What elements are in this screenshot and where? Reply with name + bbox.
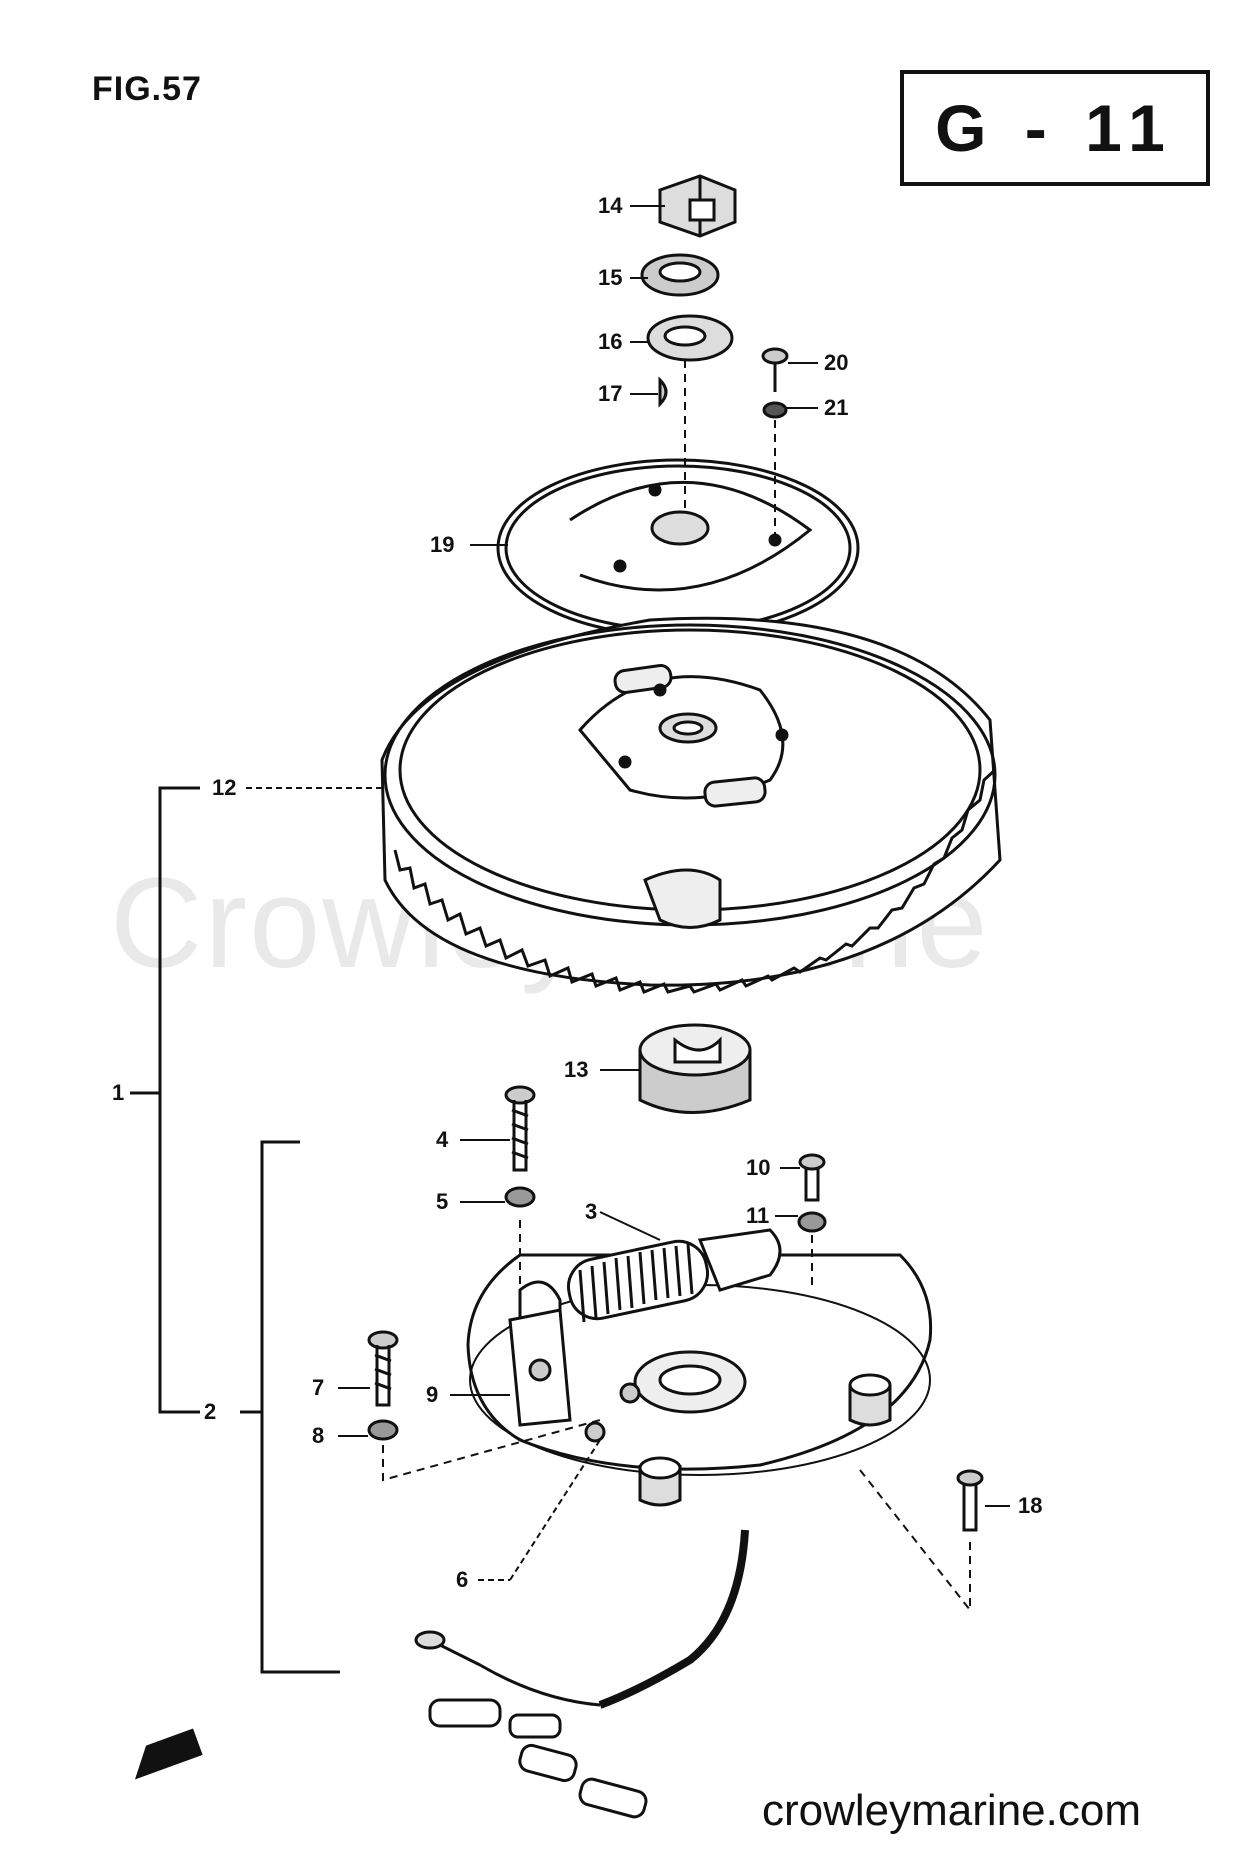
callout-5: 5 bbox=[436, 1189, 449, 1214]
lock-washer-part-15 bbox=[640, 253, 720, 297]
callout-15: 15 bbox=[598, 265, 623, 290]
wire-harness bbox=[414, 1529, 749, 1819]
screw-part-4 bbox=[504, 1085, 536, 1172]
callout-12: 12 bbox=[212, 775, 237, 800]
flywheel-plate-part-19 bbox=[496, 458, 860, 638]
callout-14: 14 bbox=[598, 193, 623, 218]
callout-13: 13 bbox=[564, 1057, 589, 1082]
pulser-coil-part-9 bbox=[508, 1308, 572, 1427]
forward-arrow-icon bbox=[134, 1728, 203, 1780]
woodruff-key-part-17 bbox=[658, 376, 668, 408]
callout-10: 10 bbox=[746, 1155, 771, 1180]
nut-part-14 bbox=[658, 174, 737, 238]
collar-part-13 bbox=[638, 1023, 752, 1114]
screw-part-6 bbox=[584, 1382, 641, 1443]
flat-washer-part-16 bbox=[646, 314, 734, 362]
washer-part-8 bbox=[367, 1419, 399, 1441]
washer-part-11 bbox=[797, 1211, 827, 1233]
callout-17: 17 bbox=[598, 381, 623, 406]
callout-11: 11 bbox=[746, 1203, 770, 1228]
screw-part-20 bbox=[761, 347, 789, 392]
screw-part-7 bbox=[367, 1330, 399, 1407]
screw-part-18 bbox=[956, 1469, 984, 1532]
washer-part-5 bbox=[504, 1186, 536, 1208]
callout-18: 18 bbox=[1018, 1493, 1043, 1518]
callout-19: 19 bbox=[430, 532, 455, 557]
callout-1: 1 bbox=[112, 1080, 125, 1105]
figure-label: FIG.57 bbox=[92, 70, 202, 108]
section-code: G - 11 bbox=[935, 91, 1175, 165]
callout-2: 2 bbox=[204, 1399, 217, 1424]
callout-8: 8 bbox=[312, 1423, 325, 1448]
callout-6: 6 bbox=[456, 1567, 469, 1592]
callout-20: 20 bbox=[824, 350, 849, 375]
callout-16: 16 bbox=[598, 329, 623, 354]
flywheel-part-12 bbox=[380, 616, 1002, 994]
callout-21: 21 bbox=[824, 395, 849, 420]
washer-part-21 bbox=[762, 401, 788, 419]
callout-7: 7 bbox=[312, 1375, 325, 1400]
section-code-box: G - 11 bbox=[900, 70, 1210, 186]
website-label: crowleymarine.com bbox=[762, 1786, 1141, 1835]
callout-4: 4 bbox=[436, 1127, 449, 1152]
screw-part-10 bbox=[798, 1153, 826, 1202]
callout-9: 9 bbox=[426, 1382, 439, 1407]
callout-3: 3 bbox=[585, 1199, 598, 1224]
